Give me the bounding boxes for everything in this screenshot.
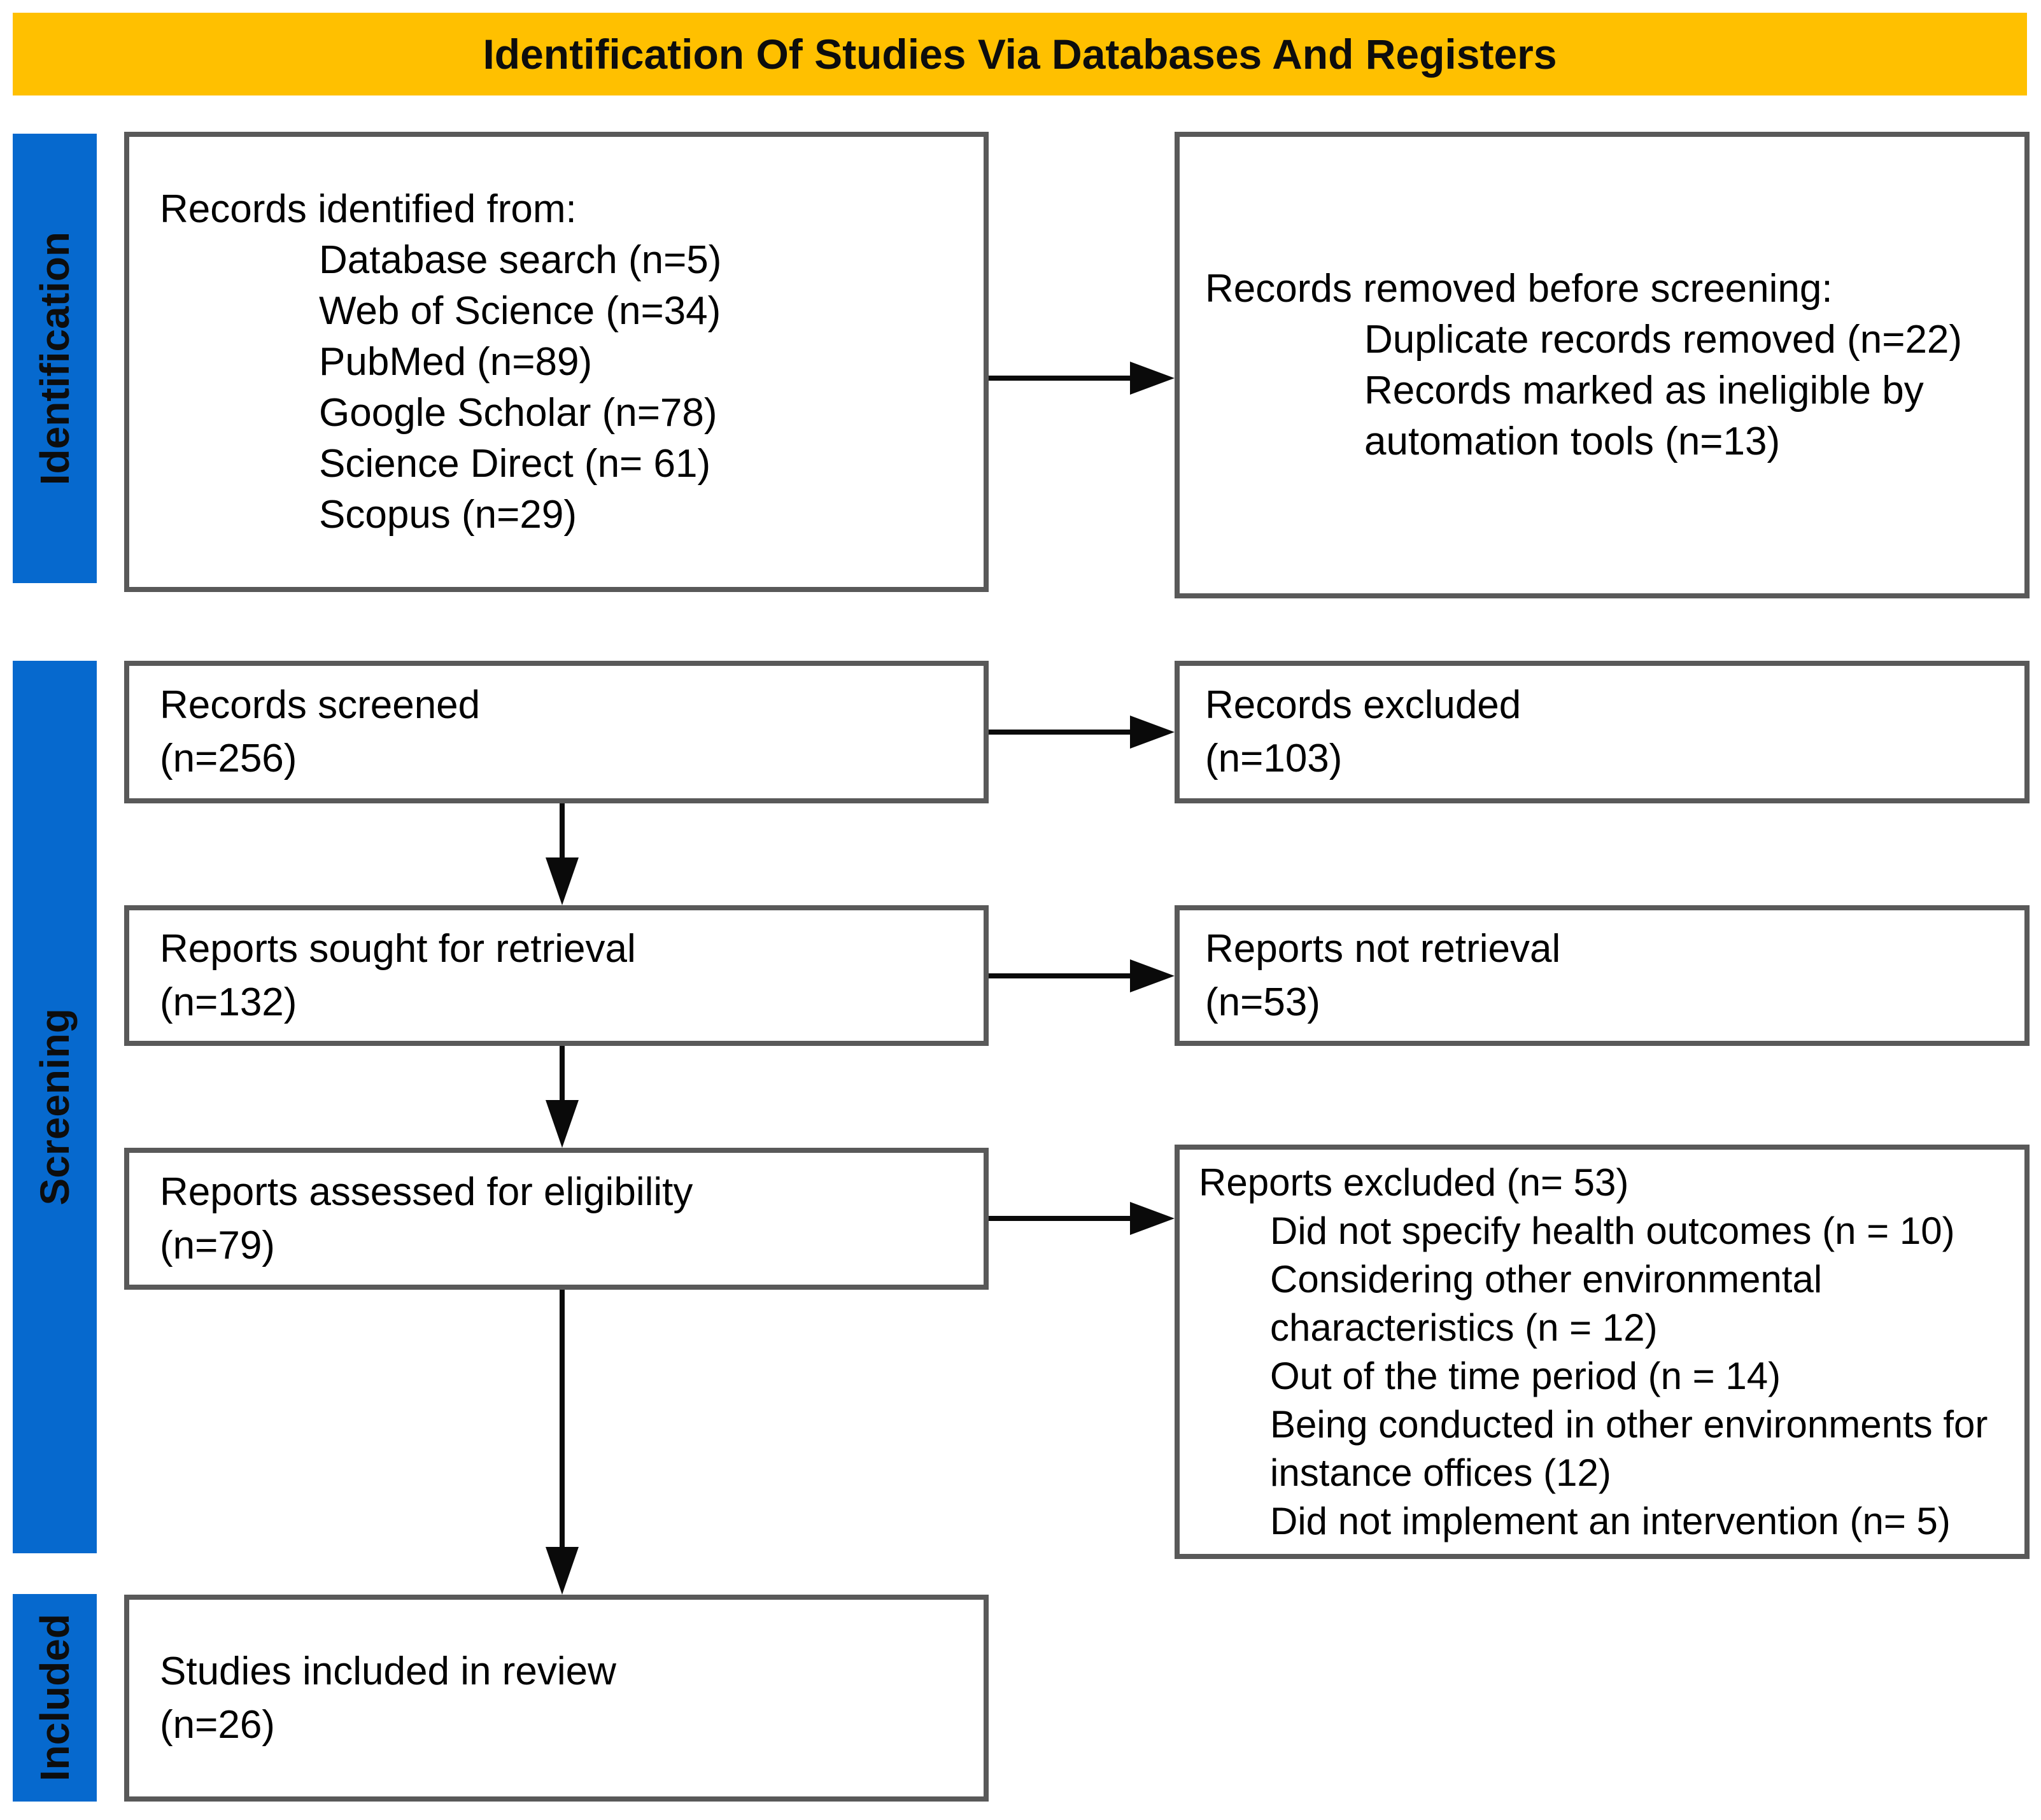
text-line: Considering other environmental <box>1270 1257 1823 1301</box>
stage-bar-included: Included <box>13 1594 97 1802</box>
stage-bar-screening: Screening <box>13 661 97 1553</box>
arrow-head-right-icon <box>1130 959 1175 992</box>
arrow-head-down-icon <box>546 1547 579 1595</box>
arrow-head-down-icon <box>546 1100 579 1148</box>
box-reports-excluded: Reports excluded (n= 53) Did not specify… <box>1175 1145 2030 1559</box>
text-line: (n=103) <box>1205 737 1343 780</box>
text-line: automation tools (n=13) <box>1364 419 1781 463</box>
stage-label-included: Included <box>32 1614 78 1782</box>
text-line: Records excluded <box>1205 683 1522 727</box>
text-line: (n=256) <box>160 737 297 780</box>
stage-label-screening: Screening <box>32 1008 78 1206</box>
title-banner: Identification Of Studies Via Databases … <box>13 13 2027 95</box>
text-line: Records screened <box>160 683 481 727</box>
box-studies-included: Studies included in review (n=26) <box>124 1595 989 1802</box>
box-reports-sought: Reports sought for retrieval (n=132) <box>124 905 989 1046</box>
arrow-shaft <box>560 1290 565 1547</box>
text-line: Did not specify health outcomes (n = 10) <box>1270 1209 1955 1252</box>
text-line: (n=79) <box>160 1223 275 1267</box>
text-line: (n=53) <box>1205 980 1320 1024</box>
arrow-head-right-icon <box>1130 1202 1175 1235</box>
arrow-shaft <box>989 376 1130 381</box>
text-line: instance offices (12) <box>1270 1451 1611 1494</box>
text-line: Science Direct (n= 61) <box>319 441 711 486</box>
text-line: characteristics (n = 12) <box>1270 1306 1658 1349</box>
text-line: (n=26) <box>160 1702 275 1747</box>
stage-bar-identification: Identification <box>13 134 97 583</box>
text-line: Records removed before screening: <box>1205 266 1833 311</box>
text-line: Web of Science (n=34) <box>319 288 721 333</box>
text-line: (n=132) <box>160 980 297 1024</box>
box-reports-not-retrieval: Reports not retrieval (n=53) <box>1175 905 2030 1046</box>
arrow-shaft <box>989 730 1130 735</box>
text-line: Reports assessed for eligibility <box>160 1169 693 1214</box>
text-line: Out of the time period (n = 14) <box>1270 1354 1781 1397</box>
arrow-head-right-icon <box>1130 716 1175 749</box>
arrow-shaft <box>989 1216 1130 1221</box>
text-line: Database search (n=5) <box>319 237 722 282</box>
box-records-removed: Records removed before screening: Duplic… <box>1175 132 2030 598</box>
arrow-head-right-icon <box>1130 362 1175 395</box>
text-line: Reports not retrieval <box>1205 926 1561 971</box>
box-reports-assessed: Reports assessed for eligibility (n=79) <box>124 1148 989 1290</box>
text-line: Reports sought for retrieval <box>160 926 636 971</box>
text-line: Duplicate records removed (n=22) <box>1364 317 1963 362</box>
text-line: Scopus (n=29) <box>319 492 577 537</box>
diagram-title: Identification Of Studies Via Databases … <box>483 31 1557 78</box>
text-line: Records marked as ineligible by <box>1364 368 1924 413</box>
text-line: Records identified from: <box>160 187 577 231</box>
stage-label-identification: Identification <box>32 231 78 486</box>
text-line: Being conducted in other environments fo… <box>1270 1402 1988 1446</box>
box-records-identified: Records identified from: Database search… <box>124 132 989 592</box>
arrow-shaft <box>989 973 1130 978</box>
text-line: Reports excluded (n= 53) <box>1199 1160 1629 1204</box>
arrow-shaft <box>560 803 565 857</box>
text-line: Did not implement an intervention (n= 5) <box>1270 1499 1951 1542</box>
text-line: PubMed (n=89) <box>319 339 593 384</box>
box-records-excluded: Records excluded (n=103) <box>1175 661 2030 803</box>
box-records-screened: Records screened (n=256) <box>124 661 989 803</box>
text-line: Google Scholar (n=78) <box>319 390 717 435</box>
arrow-head-down-icon <box>546 857 579 905</box>
text-line: Studies included in review <box>160 1649 616 1693</box>
arrow-shaft <box>560 1046 565 1100</box>
